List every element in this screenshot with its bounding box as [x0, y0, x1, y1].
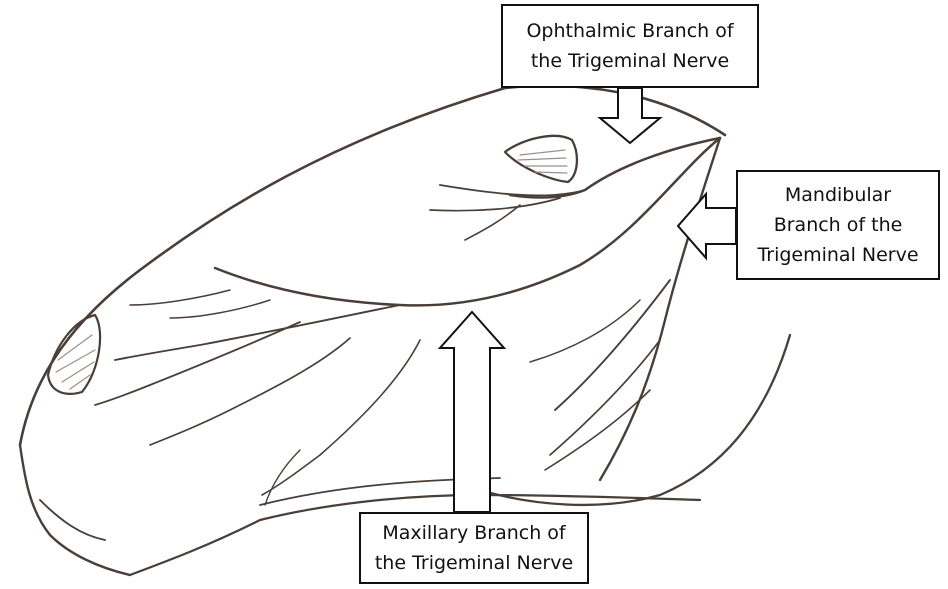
nostril-outline — [46, 313, 102, 395]
maxillary-nerve-branch-6 — [169, 299, 271, 319]
mandibular-nerve-main — [598, 136, 722, 482]
nostril-shading — [55, 334, 96, 390]
maxillary-nerve-branch-5 — [129, 289, 231, 306]
mandibular-nerve-branch-2 — [549, 339, 661, 456]
mandibular-nerve-branch-4 — [529, 299, 641, 363]
ophthalmic-label-line-2: the Trigeminal Nerve — [530, 50, 730, 72]
head-outline-front — [18, 443, 132, 577]
lower-jaw-curve — [478, 333, 792, 507]
maxillary-nerve-branch-7 — [264, 449, 301, 506]
mandibular-label-line-3: Trigeminal Nerve — [757, 244, 919, 266]
ophthalmic-arrow — [597, 87, 663, 145]
maxillary-nerve-branch-3 — [149, 337, 351, 446]
jaw-underside — [128, 493, 702, 577]
mandibular-branch-label: Mandibular Branch of the Trigeminal Nerv… — [736, 170, 940, 280]
ophthalmic-nerve-branch-1 — [439, 184, 586, 197]
ophthalmic-branch-label: Ophthalmic Branch of the Trigeminal Nerv… — [501, 4, 759, 88]
maxillary-label-line-1: Maxillary Branch of — [382, 522, 566, 544]
mandibular-label-line-1: Mandibular — [784, 184, 892, 206]
maxillary-nerve-branch-2 — [94, 321, 301, 406]
ophthalmic-nerve-main — [508, 136, 722, 199]
maxillary-arrow — [437, 310, 507, 513]
head-outline-top — [18, 84, 727, 447]
mandibular-arrow — [676, 191, 737, 261]
ophthalmic-nerve-branch-2 — [429, 197, 561, 212]
maxillary-branch-label: Maxillary Branch of the Trigeminal Nerve — [359, 512, 589, 584]
mandibular-label-line-2: Branch of the — [773, 214, 903, 236]
maxillary-label-line-2: the Trigeminal Nerve — [374, 552, 574, 574]
eye-outline — [503, 134, 579, 184]
ophthalmic-nerve-branch-3 — [464, 204, 521, 241]
mouth-corner — [39, 499, 106, 541]
ophthalmic-label-line-1: Ophthalmic Branch of — [526, 20, 734, 42]
maxillary-nerve-branch-1 — [114, 304, 401, 361]
eye-shading — [517, 149, 568, 174]
maxillary-nerve-branch-4 — [261, 339, 421, 496]
mandibular-nerve-branch-3 — [544, 389, 651, 471]
mandibular-nerve-branch-1 — [554, 279, 671, 411]
maxillary-nerve-main — [213, 136, 722, 307]
